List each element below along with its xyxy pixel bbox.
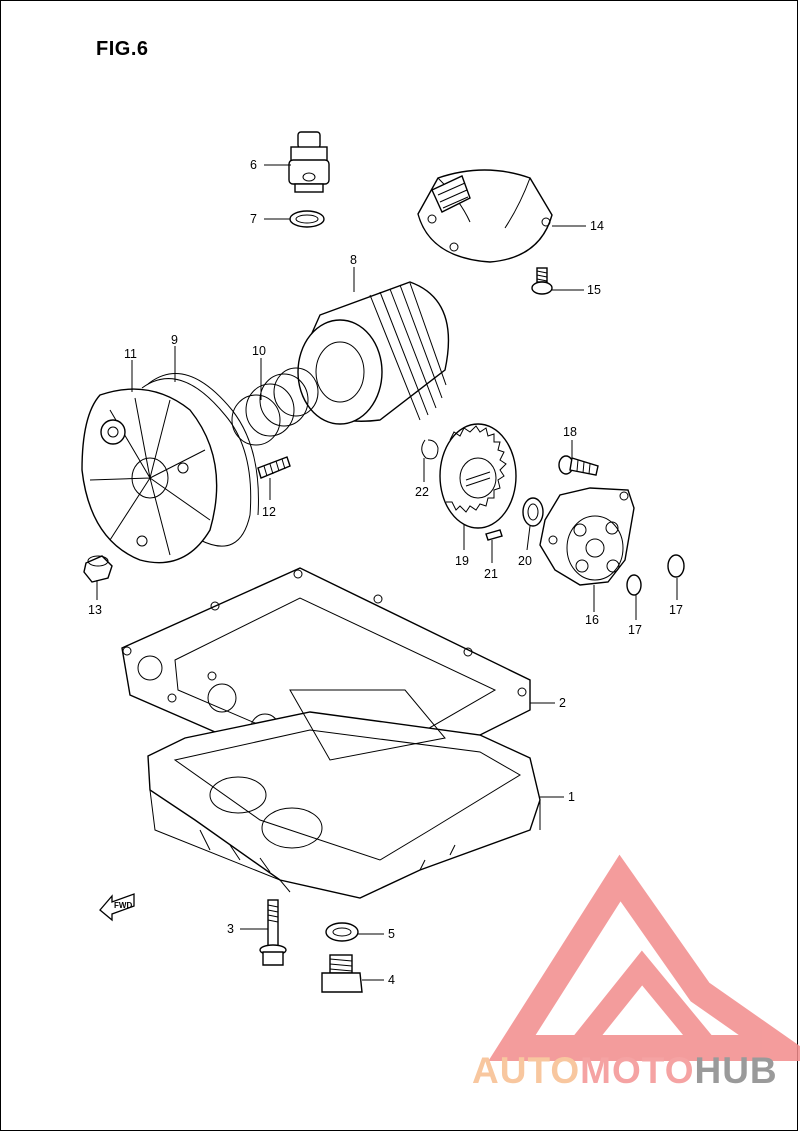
part-7-gasket xyxy=(289,210,325,228)
callout-2: 2 xyxy=(559,696,566,710)
part-16-oil-pump xyxy=(539,487,635,586)
forward-arrow-icon: FWD xyxy=(99,893,135,922)
watermark-auto: AUTO xyxy=(472,1050,581,1091)
callout-11: 11 xyxy=(124,347,137,361)
callout-9: 9 xyxy=(171,333,178,347)
part-17-o-ring-b xyxy=(667,554,685,578)
part-3-bolt xyxy=(259,899,287,966)
callout-4: 4 xyxy=(388,973,395,987)
part-6-oil-pressure-switch xyxy=(288,131,330,193)
watermark-hub: HUB xyxy=(694,1050,778,1091)
part-5-gasket xyxy=(325,922,359,942)
part-13-cap-nut xyxy=(83,555,113,583)
callout-16: 16 xyxy=(585,613,599,627)
callout-19: 19 xyxy=(455,554,469,568)
part-19-gear xyxy=(439,423,517,529)
watermark-text: AUTOMOTOHUB xyxy=(472,1050,778,1092)
part-8-oil-filter xyxy=(297,281,450,425)
part-22-circlip xyxy=(421,439,439,460)
part-18-bolt xyxy=(558,455,599,476)
callout-20: 20 xyxy=(518,554,532,568)
part-20-washer xyxy=(522,497,544,527)
callout-17b: 17 xyxy=(669,603,683,617)
part-11-oil-filter-cap xyxy=(81,388,218,564)
part-4-drain-plug xyxy=(321,954,363,993)
part-1-oil-pan xyxy=(147,689,541,899)
watermark-logo xyxy=(488,854,800,1061)
figure-title: FIG.6 xyxy=(96,38,149,60)
part-14-strainer-cover xyxy=(417,169,553,263)
callout-21: 21 xyxy=(484,567,498,581)
callout-18: 18 xyxy=(563,425,577,439)
part-17-o-ring-a xyxy=(626,574,642,596)
callout-6: 6 xyxy=(250,158,257,172)
callout-5: 5 xyxy=(388,927,395,941)
callout-12: 12 xyxy=(262,505,276,519)
callout-numbers: 6 7 8 9 11 10 12 13 14 15 18 22 19 20 21… xyxy=(88,158,683,987)
callout-8: 8 xyxy=(350,253,357,267)
callout-7: 7 xyxy=(250,212,257,226)
callout-leaders xyxy=(96,164,678,981)
part-12-stud xyxy=(257,456,291,479)
part-9-o-ring xyxy=(141,373,259,547)
callout-13: 13 xyxy=(88,603,102,617)
callout-14: 14 xyxy=(590,219,604,233)
part-21-pin xyxy=(485,529,503,541)
callout-22: 22 xyxy=(415,485,429,499)
fwd-label: FWD xyxy=(114,901,132,910)
watermark-moto: MOTO xyxy=(580,1050,695,1091)
part-15-bolt xyxy=(531,267,553,295)
callout-3: 3 xyxy=(227,922,234,936)
callout-17a: 17 xyxy=(628,623,642,637)
callout-1: 1 xyxy=(568,790,575,804)
callout-10: 10 xyxy=(252,344,266,358)
callout-15: 15 xyxy=(587,283,601,297)
part-10-spring xyxy=(231,367,319,446)
